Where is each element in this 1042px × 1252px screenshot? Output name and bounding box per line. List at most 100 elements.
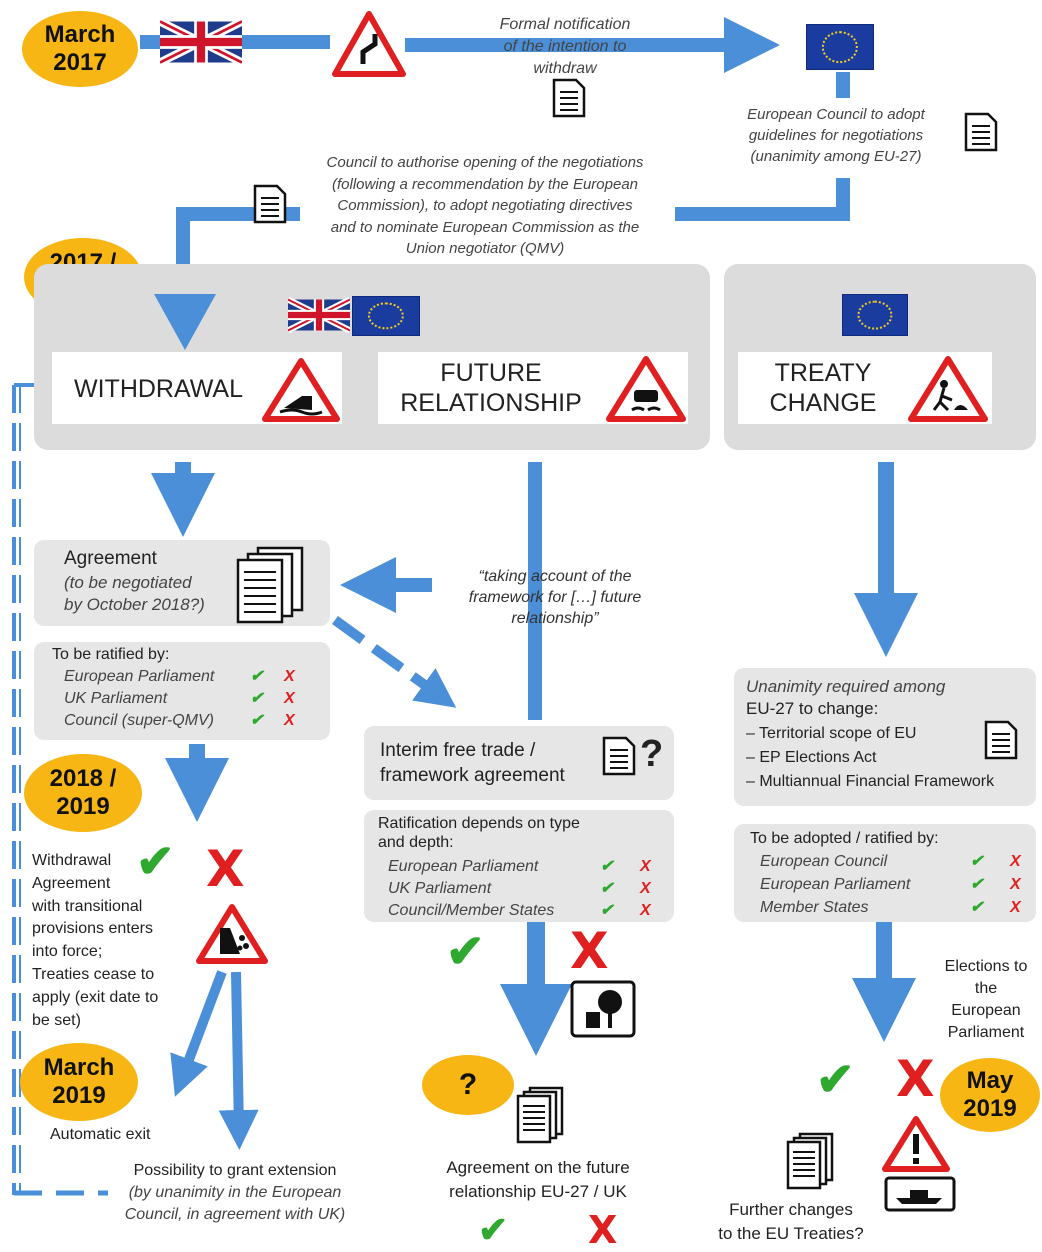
documents-stack-icon [236, 546, 304, 624]
future-agreement-line-2: relationship EU-27 / UK [449, 1182, 627, 1201]
cross-icon: X [284, 712, 295, 729]
ratification-item-label: European Parliament [388, 858, 539, 875]
document-icon [964, 112, 998, 152]
future-agreement-text: Agreement on the future relationship EU-… [414, 1156, 662, 1204]
agreement-box: Agreement (to be negotiated by October 2… [34, 540, 330, 626]
authorise-line-2: (following a recommendation by the Europ… [331, 175, 638, 193]
eu-flag-icon [842, 294, 908, 336]
unanimity-box: Unanimity required among EU-27 to change… [734, 668, 1036, 806]
bend-road-sign-icon [332, 11, 406, 77]
withdrawal-text-line: apply (exit date to [32, 988, 159, 1006]
future-relationship-track-box: FUTURE RELATIONSHIP [378, 352, 688, 424]
dashed-arrow [332, 615, 457, 708]
slippery-road-sign-icon [606, 356, 686, 422]
ratification-item-label: Council/Member States [388, 902, 555, 919]
cross-icon: X [640, 880, 651, 897]
unanimity-item: – Multiannual Financial Framework [746, 773, 995, 790]
check-icon: ✔ [250, 712, 264, 729]
notification-line-1: Formal notification [499, 16, 631, 33]
eu-flag-icon [806, 24, 874, 70]
interim-line-1: Interim free trade / [380, 740, 536, 761]
council-authorise-text: Council to authorise opening of the nego… [290, 152, 680, 260]
documents-stack-icon [786, 1132, 834, 1190]
extension-arrow [218, 971, 259, 1150]
badge-label-1: May [966, 1067, 1014, 1094]
agreement-title: Agreement [64, 548, 157, 569]
ratified-item: Council (super-QMV) ✔ X [64, 710, 314, 732]
uk-flag-icon [288, 296, 350, 334]
ratified-header: To be ratified by: [52, 646, 170, 663]
withdrawal-text-line: into force; [32, 943, 103, 961]
ratified-item-label: Council (super-QMV) [64, 712, 214, 729]
authorise-line-1: Council to authorise opening of the nego… [326, 154, 644, 171]
cross-icon: X [284, 668, 295, 685]
future-label-line-1: FUTURE [440, 359, 542, 387]
elections-line: the [974, 980, 998, 997]
ferry-road-sign-icon [884, 1176, 956, 1212]
ratified-item: European Parliament✔X [64, 666, 314, 688]
badge-label-2: 2017 [53, 49, 107, 76]
ratification-depends-box: Ratification depends on type and depth: … [364, 810, 674, 922]
adopted-header: To be adopted / ratified by: [750, 830, 939, 847]
unanimity-list: – Territorial scope of EU – EP Elections… [746, 722, 994, 794]
check-icon: ✔ [250, 668, 264, 685]
elections-line: Parliament [947, 1024, 1025, 1041]
document-icon [253, 184, 287, 224]
future-label-line-2: RELATIONSHIP [400, 389, 582, 417]
documents-stack-icon [516, 1086, 564, 1144]
document-icon [984, 720, 1018, 760]
cross-icon: X [284, 690, 295, 707]
badge-march-2019: March 2019 [20, 1043, 138, 1121]
withdrawal-text-line: with transitional [32, 897, 143, 915]
interim-agreement-box: Interim free trade / framework agreement… [364, 726, 674, 800]
ratification-item: Council/Member States✔X [388, 900, 668, 922]
further-changes-line-1: Further changes [729, 1200, 853, 1219]
adopted-item-label: Member States [760, 899, 869, 916]
check-icon: ✔ [600, 880, 614, 897]
adopted-item: Member States✔X [760, 896, 1030, 919]
withdrawal-label: WITHDRAWAL [74, 375, 243, 403]
withdrawal-text-line: Agreement [32, 874, 111, 892]
to-withdrawal-arrow-head [154, 294, 216, 350]
withdrawal-track-box: WITHDRAWAL [52, 352, 342, 424]
badge-label-1: 2018 / [49, 765, 117, 792]
elections-line: European [951, 1002, 1021, 1019]
badge-question: ? [422, 1055, 514, 1115]
cross-icon: X [640, 858, 651, 875]
notification-line-3: withdraw [533, 60, 597, 77]
interim-question-mark: ? [640, 733, 664, 775]
authorise-connector [675, 178, 850, 221]
further-changes-line-2: to the EU Treaties? [718, 1224, 864, 1243]
authorise-line-3: Commission), to adopt negotiating direct… [337, 197, 633, 214]
badge-question-mark: ? [458, 1068, 478, 1101]
unanimity-item: – Territorial scope of EU [746, 725, 917, 742]
notification-line-2: of the intention to [503, 38, 627, 55]
adopted-list: European Council✔X European Parliament✔X… [760, 850, 1030, 919]
guidelines-line-3: (unanimity among EU-27) [750, 148, 922, 165]
taking-account-text: “taking account of the framework for […]… [440, 566, 670, 629]
extension-line-2: (by unanimity in the European [128, 1184, 342, 1201]
unanimity-header-line-2: EU-27 to change: [746, 699, 879, 718]
check-icon: ✔ [970, 899, 984, 916]
extension-text: Possibility to grant extension (by unani… [104, 1160, 366, 1226]
interim-line-2: framework agreement [380, 765, 565, 786]
adopted-item: European Parliament✔X [760, 873, 1030, 896]
cross-icon: X [640, 902, 651, 919]
ratification-item: UK Parliament ✔ X [388, 878, 668, 900]
ratification-item-label: UK Parliament [388, 880, 492, 897]
future-label: FUTURE RELATIONSHIP [378, 358, 604, 418]
adopted-box: To be adopted / ratified by: European Co… [734, 824, 1036, 922]
badge-label-1: March [44, 21, 116, 48]
cross-icon: X [1010, 876, 1021, 893]
withdrawal-text-line: be set) [32, 1011, 81, 1029]
authorise-line-4: and to nominate European Commission as t… [330, 218, 640, 236]
ratified-item: UK Parliament✔X [64, 688, 314, 710]
badge-label-1: March [43, 1054, 115, 1081]
badge-label-2: 2019 [963, 1095, 1017, 1122]
withdrawal-text-line: Treaties cease to [32, 965, 155, 983]
check-icon: ✔ [970, 876, 984, 893]
warning-sign-icon [882, 1116, 950, 1172]
big-cross-icon: X [588, 1208, 618, 1252]
dead-end-road-sign-icon [570, 980, 636, 1038]
